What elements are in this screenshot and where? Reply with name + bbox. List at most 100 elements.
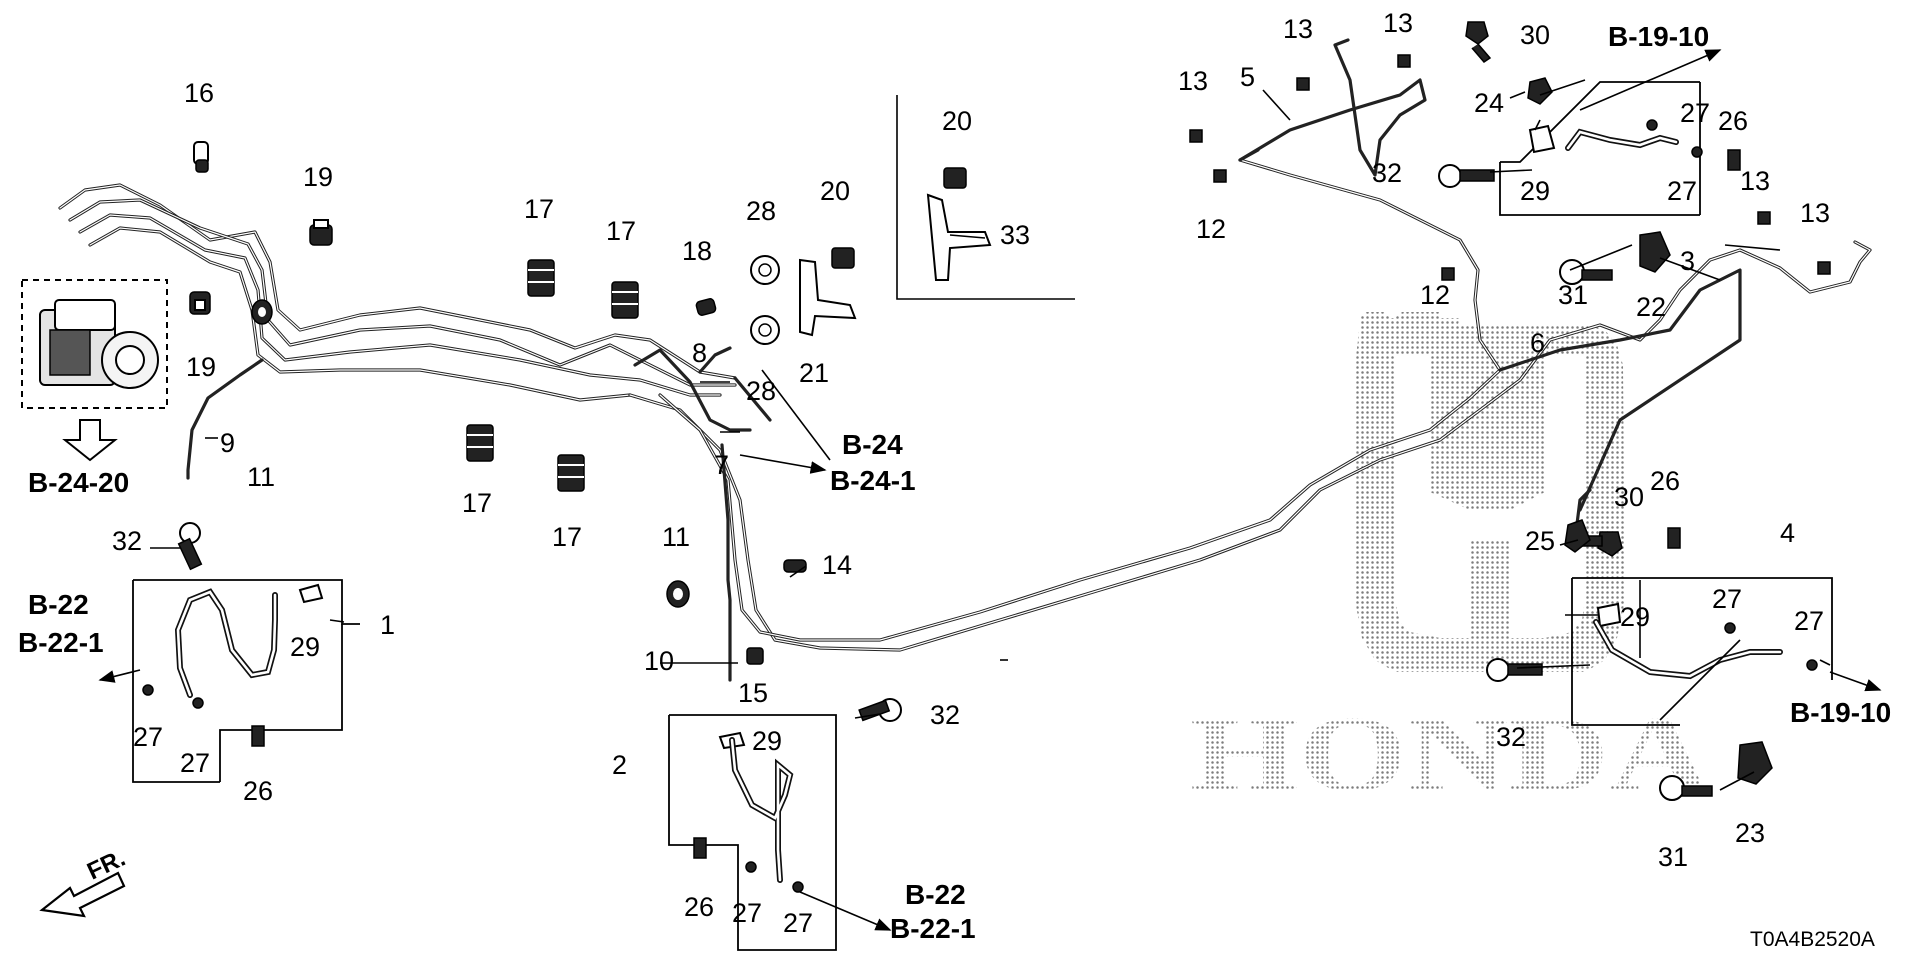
part-label: 25 — [1525, 526, 1555, 556]
ref-label-abs: B-24-20 — [28, 467, 129, 498]
part-label: 8 — [692, 338, 707, 368]
part-label: 13 — [1283, 14, 1313, 44]
part-31-bolt-b — [1659, 775, 1713, 801]
drawing-code: T0A4B2520A — [1750, 928, 1875, 951]
part-32-bolt-b — [1438, 164, 1495, 188]
part-17-clip-b — [611, 281, 639, 319]
part-label: 11 — [247, 462, 275, 492]
part-label: 27 — [1712, 584, 1742, 614]
part-label: 17 — [606, 216, 636, 246]
part-19-clip-a — [309, 219, 333, 246]
part-label: 27 — [1680, 98, 1710, 128]
part-label: 32 — [1372, 158, 1402, 188]
part-20-clip-b — [943, 167, 967, 189]
part-label: 12 — [1196, 214, 1226, 244]
part-27-clips — [142, 119, 1818, 893]
part-17-clip-d — [557, 454, 585, 492]
part-28-nut-b — [750, 315, 780, 345]
part-label: 31 — [1558, 280, 1588, 310]
ref-label-left-hose-sub: B-22-1 — [18, 627, 104, 658]
ref-label-rear-sub: B-24-1 — [830, 465, 916, 496]
leader-lines — [98, 49, 1882, 931]
brake-pipes — [58, 38, 1872, 682]
part-label: 27 — [732, 898, 762, 928]
part-33-bracket — [926, 193, 992, 281]
part-label: 29 — [290, 632, 320, 662]
part-label: 10 — [644, 646, 674, 676]
part-label: 17 — [462, 488, 492, 518]
part-label: 20 — [820, 176, 850, 206]
part-label: 13 — [1383, 8, 1413, 38]
part-25-bracket — [1564, 519, 1591, 553]
part-17-clip-a — [527, 259, 555, 297]
part-label: 17 — [524, 194, 554, 224]
part-label: 28 — [746, 196, 776, 226]
part-label: 18 — [682, 236, 712, 266]
ref-label-rear: B-24 — [842, 429, 903, 460]
part-23-bracket — [1737, 741, 1773, 785]
part-26-bolt-a — [251, 725, 265, 747]
part-32-bolt-c — [1486, 658, 1543, 682]
part-label: 26 — [1650, 466, 1680, 496]
part-16-clip — [193, 141, 209, 173]
part-label: 14 — [822, 550, 852, 580]
part-label: 5 — [1240, 62, 1255, 92]
part-label: 26 — [243, 776, 273, 806]
honda-wordmark: HONDA — [1190, 695, 1710, 814]
hose-part-1 — [174, 588, 278, 698]
part-label: 32 — [112, 526, 142, 556]
part-label: 27 — [180, 748, 210, 778]
part-12-clip-b — [1441, 267, 1455, 281]
part-32-bolt-d — [858, 698, 902, 722]
part-26-bolt-d — [1667, 527, 1681, 549]
front-direction-arrow — [39, 871, 126, 918]
part-label: 4 — [1780, 518, 1795, 548]
part-label: 17 — [552, 522, 582, 552]
ref-label-bottom-right: B-19-10 — [1790, 697, 1891, 728]
part-label: 28 — [746, 376, 776, 406]
part-label: 19 — [186, 352, 216, 382]
part-11-grommet-b — [666, 580, 690, 608]
part-label: 13 — [1178, 66, 1208, 96]
part-label: 31 — [1658, 842, 1688, 872]
part-label: 13 — [1740, 166, 1770, 196]
ref-label-left-hose: B-22 — [28, 589, 89, 620]
part-label: 33 — [1000, 220, 1030, 250]
part-illustrations — [39, 21, 1831, 918]
part-26-bolt-c — [1727, 149, 1741, 171]
part-label: 3 — [1680, 246, 1695, 276]
part-label: 27 — [1794, 606, 1824, 636]
part-label: 11 — [662, 522, 690, 552]
part-12-clip-a — [1213, 169, 1227, 183]
part-20-clip-a — [831, 247, 855, 269]
part-label: 26 — [1718, 106, 1748, 136]
ref-label-lower-hose-sub: B-22-1 — [890, 913, 976, 944]
part-11-grommet-a — [251, 299, 273, 325]
part-22-bracket — [1639, 231, 1671, 273]
part-label: 26 — [684, 892, 714, 922]
part-13-clip-e — [1817, 261, 1831, 275]
part-label: 20 — [942, 106, 972, 136]
frames — [21, 81, 1833, 951]
part-18-clip — [695, 298, 717, 316]
part-number-labels: 1 2 3 4 5 6 7 8 9 10 11 11 12 12 13 13 1… — [112, 8, 1830, 938]
part-label: 29 — [1520, 176, 1550, 206]
ref-label-top-right: B-19-10 — [1608, 21, 1709, 52]
part-28-nut-a — [750, 255, 780, 285]
part-19-clip-b — [189, 291, 211, 315]
part-label: 32 — [930, 700, 960, 730]
front-direction-label: FR. — [83, 845, 129, 886]
part-label: 1 — [380, 610, 395, 640]
part-13-clip-b — [1397, 54, 1411, 68]
part-label: 24 — [1474, 88, 1504, 118]
part-label: 16 — [184, 78, 214, 108]
part-30-bolt-a — [1465, 21, 1492, 63]
part-label: 2 — [612, 750, 627, 780]
abs-down-arrow — [62, 419, 118, 462]
part-label: 15 — [738, 678, 768, 708]
part-label: 29 — [752, 726, 782, 756]
part-21-bracket — [799, 258, 857, 337]
ref-label-lower-hose: B-22 — [905, 879, 966, 910]
part-label: 29 — [1620, 602, 1650, 632]
part-label: 21 — [799, 358, 829, 388]
